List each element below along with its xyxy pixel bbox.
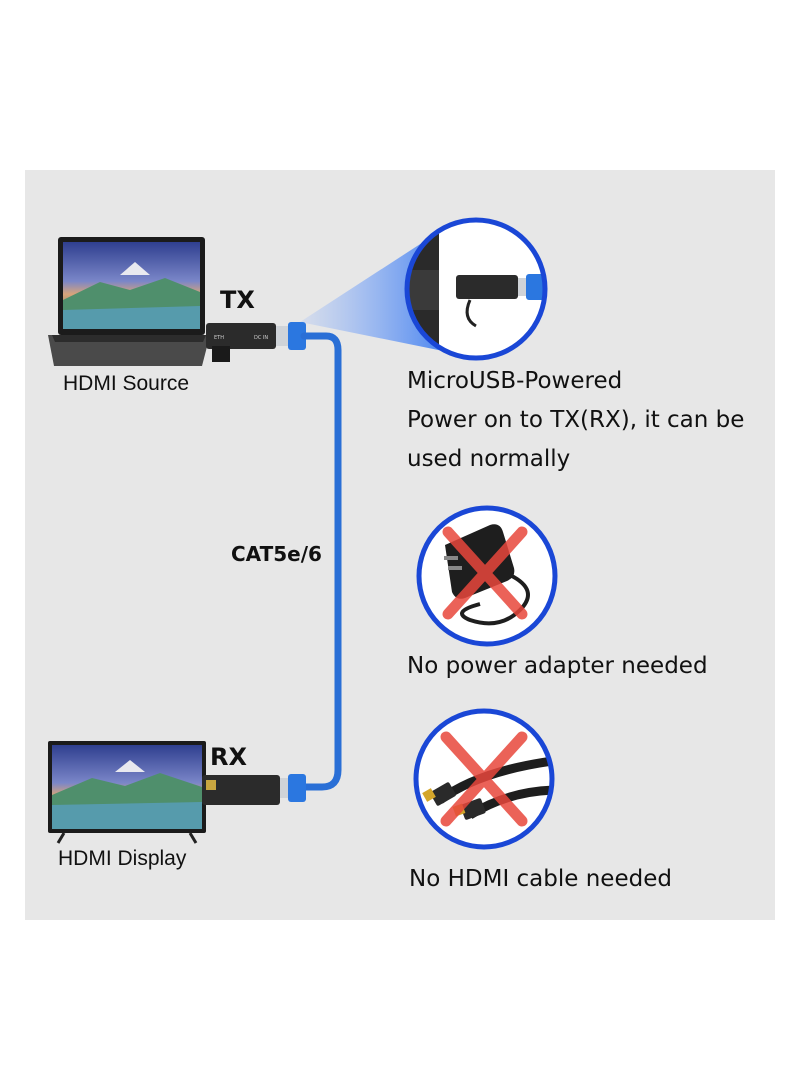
cat-cable: [296, 332, 342, 791]
zoom-detail-icon: [404, 217, 548, 361]
hdmi-source-label: HDMI Source: [63, 372, 190, 395]
hdmi-display-label: HDMI Display: [58, 847, 187, 870]
feature-powered-line2: used normally: [407, 446, 571, 472]
tx-port-label-eth: ETH: [214, 335, 224, 341]
power-adapter-icon: [416, 505, 558, 647]
feature-no-adapter: No power adapter needed: [407, 653, 708, 679]
rx-label: RX: [210, 743, 247, 771]
cross-icon: [440, 731, 528, 827]
feature-powered-line1: Power on to TX(RX), it can be: [407, 407, 745, 433]
tx-label: TX: [220, 286, 255, 314]
zoom-beam: [300, 226, 448, 352]
tx-extender-icon: ETH DC IN: [206, 322, 306, 362]
cross-icon: [442, 526, 528, 620]
laptop-icon: [48, 237, 210, 366]
rx-extender-icon: [202, 774, 306, 805]
tx-port-label-dc: DC IN: [254, 335, 268, 341]
cable-label: CAT5e/6: [231, 542, 322, 566]
hdmi-cable-icon: [413, 708, 555, 850]
feature-no-hdmi-cable: No HDMI cable needed: [409, 866, 672, 892]
feature-powered-title: MicroUSB-Powered: [407, 368, 623, 394]
tv-icon: [48, 741, 206, 844]
